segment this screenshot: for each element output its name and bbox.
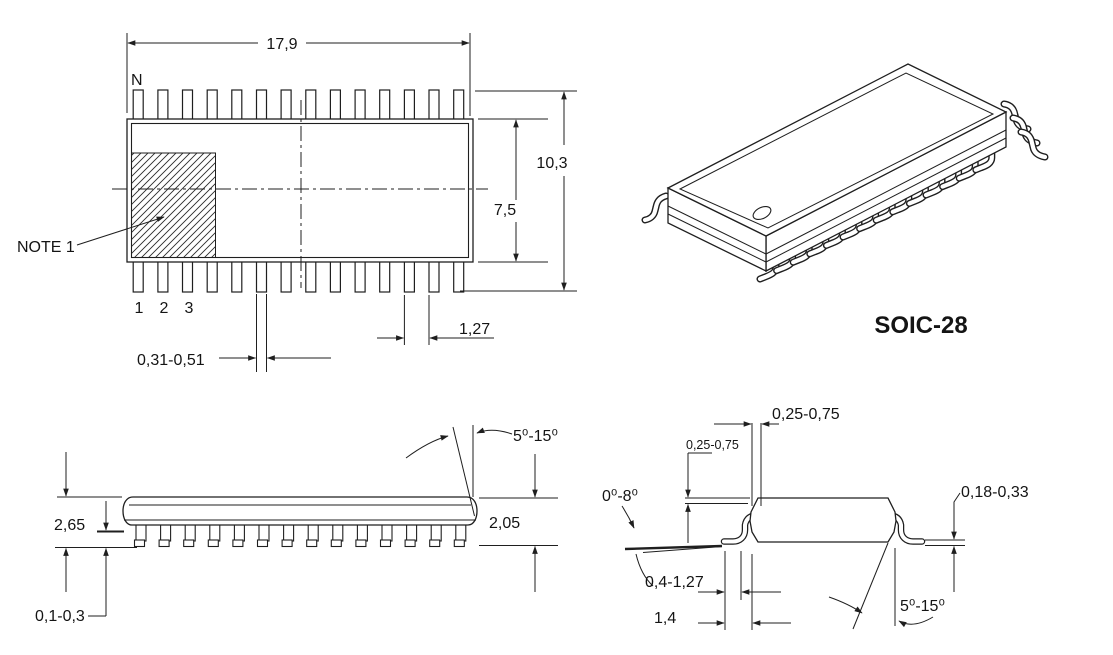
top-view: 17,9 N 10,3 7,5 NOTE 1 1 2 3 0,31 bbox=[17, 33, 577, 372]
body-side-inner-lines bbox=[124, 504, 476, 521]
dimension-lead-width: 0,31-0,51 bbox=[137, 294, 331, 372]
dim-end-lead-angle-label: 5⁰-15⁰ bbox=[513, 428, 558, 445]
dim-max-height-label: 2,65 bbox=[54, 517, 85, 534]
body-3d-top-face bbox=[666, 63, 1008, 237]
seating-plane-line bbox=[624, 544, 723, 551]
dim-standoff-label: 0,1-0,3 bbox=[35, 608, 85, 625]
note1-callout: NOTE 1 bbox=[17, 216, 165, 256]
dimension-foot-angle: 0⁰-8⁰ bbox=[602, 488, 723, 587]
body-3d-top-bevel bbox=[678, 72, 995, 229]
dimension-lead-pitch: 1,27 bbox=[377, 295, 494, 345]
dim-lead-length-label: 1,4 bbox=[654, 610, 676, 627]
side-view: 2,65 0,1-0,3 2,05 5⁰-15⁰ bbox=[35, 425, 558, 625]
pin-number-labels: 1 2 3 bbox=[135, 300, 194, 317]
end-view: 0,25-0,75 0,25-0,75 0⁰-8⁰ 0,4-1,27 1,4 bbox=[602, 406, 1029, 630]
dimension-overall-width: 17,9 bbox=[126, 33, 471, 116]
pin2-label: 2 bbox=[160, 300, 169, 317]
dimension-body-thickness: 2,05 bbox=[479, 454, 558, 592]
pin1-dimple bbox=[752, 205, 772, 221]
dimension-foot-thickness: 0,18-0,33 bbox=[925, 484, 1029, 592]
dim-foot-thickness-label: 0,18-0,33 bbox=[961, 484, 1029, 501]
body-end-outline bbox=[749, 497, 897, 543]
dim-overall-width-label: 17,9 bbox=[266, 36, 297, 53]
dim-lead-width-label: 0,31-0,51 bbox=[137, 352, 205, 369]
dimension-heel-angle: 5⁰-15⁰ bbox=[828, 542, 945, 630]
body-side-outline bbox=[122, 496, 478, 526]
dim-foot-angle-label: 0⁰-8⁰ bbox=[602, 488, 638, 505]
dim-lead-thickness-upper-label: 0,25-0,75 bbox=[772, 406, 840, 423]
note1-label: NOTE 1 bbox=[17, 239, 75, 256]
pin3-label: 3 bbox=[185, 300, 194, 317]
dimension-lead-thickness-gauge: 0,25-0,75 bbox=[685, 438, 750, 543]
dimension-lead-length: 1,4 bbox=[654, 554, 791, 630]
dim-heel-angle-label: 5⁰-15⁰ bbox=[900, 598, 945, 615]
pin-count-label: N bbox=[131, 72, 143, 89]
dim-body-height-label: 7,5 bbox=[494, 202, 516, 219]
pins-3d-far-row bbox=[1004, 104, 1045, 157]
pin-3d-left-corner bbox=[641, 192, 670, 224]
isometric-view: SOIC-28 bbox=[641, 63, 1045, 339]
dimension-lead-thickness-upper: 0,25-0,75 bbox=[714, 406, 840, 506]
dim-body-thickness-label: 2,05 bbox=[489, 515, 520, 532]
dimension-body-height: 7,5 bbox=[478, 118, 548, 263]
dimension-overall-height: 10,3 bbox=[460, 90, 577, 292]
dimension-end-lead-angle: 5⁰-15⁰ bbox=[405, 425, 558, 517]
dim-lead-pitch-label: 1,27 bbox=[459, 321, 490, 338]
dimension-foot-length: 0,4-1,27 bbox=[645, 551, 781, 630]
dimension-standoff: 0,1-0,3 bbox=[35, 501, 124, 625]
dimension-max-height: 2,65 bbox=[54, 452, 137, 592]
dim-lead-thickness-gauge-label: 0,25-0,75 bbox=[686, 438, 739, 452]
pin1-label: 1 bbox=[135, 300, 144, 317]
body-3d-seam-lines bbox=[667, 129, 1007, 263]
package-title: SOIC-28 bbox=[874, 312, 967, 339]
pins-top-row bbox=[132, 89, 465, 122]
note1-hatch-region bbox=[131, 152, 216, 258]
dim-foot-length-label: 0,4-1,27 bbox=[645, 574, 704, 591]
pins-bottom-row bbox=[132, 260, 465, 293]
dim-overall-height-label: 10,3 bbox=[536, 155, 567, 172]
